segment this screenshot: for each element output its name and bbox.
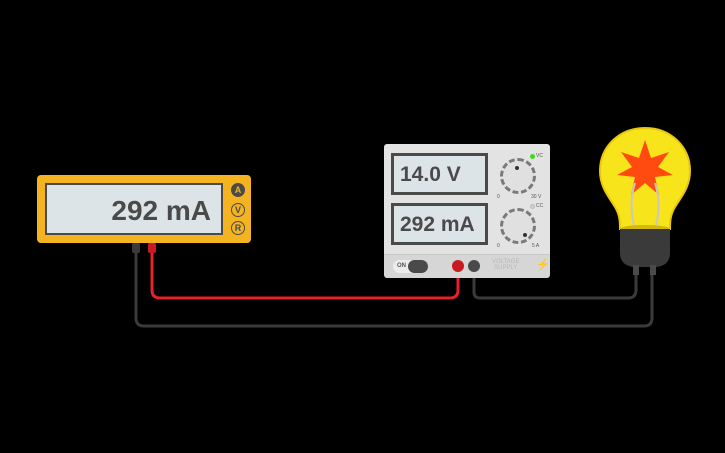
supply-brand-label: VOLTAGE SUPPLY	[492, 259, 520, 271]
cc-led-icon	[530, 204, 535, 209]
knob-indicator-icon	[523, 233, 527, 237]
lightning-icon: ⚡	[536, 259, 550, 271]
voltage-max-label: 30 V	[531, 194, 542, 200]
mode-ohmmeter-button[interactable]: R	[231, 221, 245, 235]
vc-led-icon	[530, 154, 535, 159]
multimeter-reading: 292 mA	[111, 195, 211, 226]
current-knob[interactable]	[500, 208, 536, 244]
lightbulb[interactable]	[595, 125, 695, 275]
switch-knob	[408, 260, 428, 273]
multimeter[interactable]: 292 mA A V R	[37, 175, 251, 243]
voltage-display: 14.0 V	[391, 153, 488, 195]
positive-terminal[interactable]	[452, 260, 464, 272]
filament	[630, 182, 660, 230]
cc-label: CC	[536, 203, 544, 209]
knob-indicator-icon	[515, 166, 519, 170]
wire-red-meter-supply	[150, 252, 460, 300]
switch-label: ON	[397, 263, 406, 269]
negative-terminal[interactable]	[468, 260, 480, 272]
voltage-knob[interactable]	[500, 158, 536, 194]
current-max-label: 5 A	[532, 243, 540, 249]
power-switch[interactable]: ON	[393, 260, 428, 273]
wire-black-supply-bulb	[472, 268, 638, 300]
multimeter-display: 292 mA	[45, 183, 223, 235]
probe-com	[132, 243, 140, 253]
wire-black-meter-bulb	[134, 252, 654, 328]
voltage-min-label: 0	[497, 194, 500, 200]
bulb-base	[620, 229, 670, 267]
mode-ammeter-button[interactable]: A	[231, 183, 245, 197]
power-supply[interactable]: 14.0 V 292 mA VC 0 30 V CC 0 5 A ON VOLT…	[384, 144, 550, 278]
glow-star-icon	[617, 140, 673, 195]
current-display: 292 mA	[391, 203, 488, 245]
current-min-label: 0	[497, 243, 500, 249]
vc-label: VC	[536, 153, 543, 159]
voltage-reading: 14.0 V	[400, 163, 461, 186]
mode-voltmeter-button[interactable]: V	[231, 203, 245, 217]
probe-positive	[148, 243, 156, 253]
current-reading: 292 mA	[400, 213, 475, 236]
